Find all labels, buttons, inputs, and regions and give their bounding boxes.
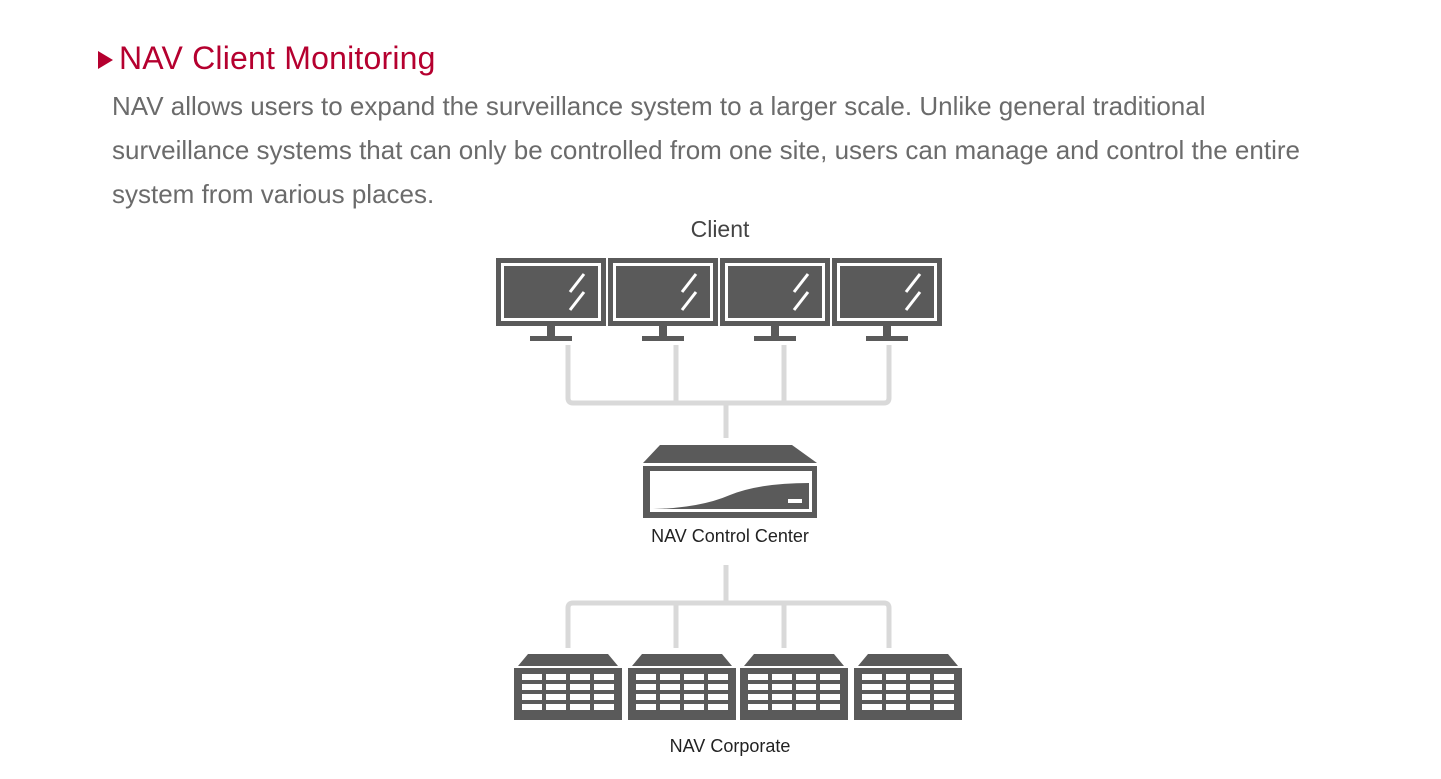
corporate-connection-lines xyxy=(565,565,892,648)
corporate-storage-units xyxy=(514,654,962,720)
storage-unit-icon xyxy=(514,654,622,720)
client-label: Client xyxy=(690,216,750,242)
monitor-icon xyxy=(608,258,718,341)
monitor-icon xyxy=(832,258,942,341)
corporate-label: NAV Corporate xyxy=(669,736,791,756)
control-center-device-icon xyxy=(643,445,817,518)
section-title: NAV Client Monitoring xyxy=(119,40,436,76)
storage-unit-icon xyxy=(854,654,962,720)
monitor-icon xyxy=(496,258,606,341)
storage-unit-icon xyxy=(628,654,736,720)
play-triangle-icon xyxy=(98,50,113,69)
section-description: NAV allows users to expand the surveilla… xyxy=(112,91,1300,209)
section-heading: NAV Client Monitoring xyxy=(98,36,436,80)
control-center-label: NAV Control Center xyxy=(651,526,809,546)
storage-unit-icon xyxy=(740,654,848,720)
client-connection-lines xyxy=(565,345,892,438)
monitor-icon xyxy=(720,258,830,341)
client-monitors xyxy=(496,258,942,341)
